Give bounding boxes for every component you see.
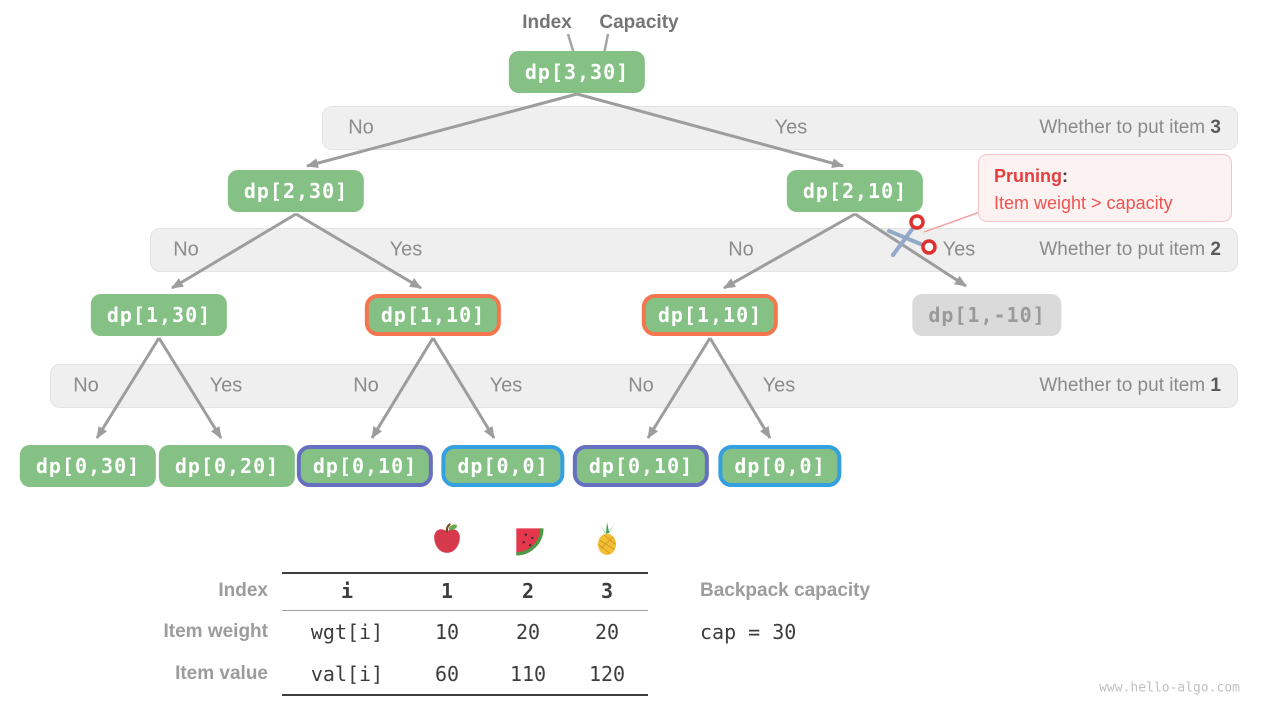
item-number: 1 [1210,375,1221,396]
decision-bar-item-1: No Yes No Yes No Yes Whether to put item… [50,364,1238,408]
dp-node-2-30: dp[2,30] [227,170,365,212]
table-cell: i [340,579,354,603]
dp-node-0-10-highlighted: dp[0,10] [296,445,434,487]
capacity-header-label: Capacity [599,12,679,33]
index-pointer-line [566,33,576,55]
dp-node-0-20: dp[0,20] [158,445,296,487]
table-cell: val[i] [310,662,384,686]
table-cell: 110 [509,662,547,686]
branch-label: No [73,374,99,397]
decision-question: Whether to put item 1 [1039,375,1221,396]
pineapple-icon [590,522,624,556]
edge [431,337,496,439]
table-row-label-weight: Item weight [163,621,268,642]
branch-label: No [628,374,654,397]
table-row-label-index: Index [218,580,268,601]
edge [708,337,772,439]
dp-node-0-0-highlighted: dp[0,0] [441,445,565,487]
watermark: www.hello-algo.com [1099,680,1240,696]
dp-node-2-10: dp[2,10] [786,170,924,212]
watermelon-icon [511,523,545,557]
branch-label: Yes [389,238,423,261]
branch-label: No [353,374,379,397]
index-header-label: Index [522,12,572,33]
dp-node-3-30: dp[3,30] [508,51,646,93]
dp-node-0-10-highlighted: dp[0,10] [572,445,710,487]
branch-label: Yes [762,374,796,397]
apple-icon [430,522,464,556]
edge [95,337,161,439]
table-cell: 120 [588,662,626,686]
dp-node-1-10-highlighted: dp[1,10] [364,294,502,336]
pruning-callout-line [923,211,981,233]
edge [157,337,223,439]
table-cell: 20 [594,620,620,644]
table-cell: 1 [440,579,454,603]
table-cell: 60 [434,662,460,686]
table-cell: 20 [515,620,541,644]
edge-pruned-branch [854,212,967,288]
branch-label: Yes [942,238,976,261]
decision-question: Whether to put item 2 [1039,239,1221,260]
edge [723,212,856,290]
branch-label: Yes [774,116,808,139]
backpack-capacity-label: Backpack capacity [700,580,871,601]
dp-node-1-30: dp[1,30] [90,294,228,336]
scissors-icon [887,214,937,257]
item-number: 2 [1210,239,1221,260]
table-cell: 2 [521,579,535,603]
table-cell: 3 [600,579,614,603]
table-rule-bottom [282,694,648,696]
decision-bar-item-3: No Yes Whether to put item 3 [322,106,1238,150]
table-cell: wgt[i] [310,620,384,644]
dp-node-0-30: dp[0,30] [19,445,157,487]
dp-node-1-10-highlighted: dp[1,10] [641,294,779,336]
edge [171,212,297,290]
dp-node-0-0-highlighted: dp[0,0] [718,445,842,487]
dp-node-1-neg10-pruned: dp[1,-10] [912,294,1062,336]
edge [370,337,435,439]
pruning-title: Pruning [994,166,1062,186]
pruning-description: Item weight > capacity [994,193,1173,213]
edge-root-yes [576,92,844,168]
edge-root-no [306,92,578,168]
branch-label: No [728,238,754,261]
table-rule-top [282,572,648,574]
branch-label: Yes [489,374,523,397]
edge [295,212,422,290]
branch-label: No [173,238,199,261]
edge [646,337,712,439]
decision-question: Whether to put item 3 [1039,117,1221,138]
branch-label: No [348,116,374,139]
table-row-label-value: Item value [175,663,268,684]
table-cell: 10 [434,620,460,644]
backpack-capacity-value: cap = 30 [700,620,797,644]
table-rule-middle [282,610,648,611]
item-number: 3 [1210,117,1221,138]
capacity-pointer-line [602,33,610,55]
pruning-callout: Pruning: Item weight > capacity [978,154,1232,222]
branch-label: Yes [209,374,243,397]
